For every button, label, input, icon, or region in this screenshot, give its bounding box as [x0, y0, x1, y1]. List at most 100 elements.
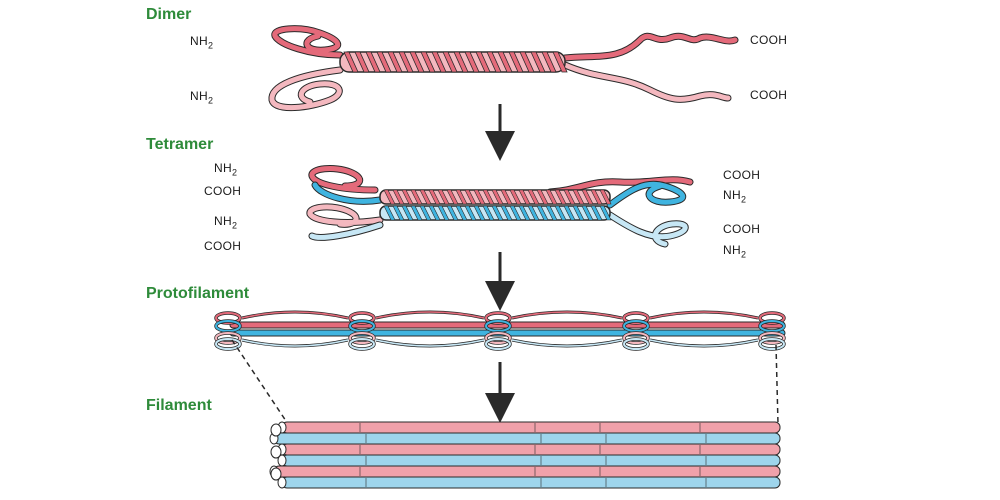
guide-line-left: [231, 339, 289, 425]
protofilament-linker: [511, 339, 623, 347]
tetramer-coil-segment: [509, 189, 522, 205]
tetramer-coil-segment: [545, 189, 558, 205]
tetramer-right-terminal-3: COOH: [723, 222, 761, 236]
guide-line-right: [775, 344, 779, 425]
tetramer-coil-segment: [464, 205, 477, 221]
filament-tube-end: [270, 467, 282, 481]
dimer-coil-segment: [464, 51, 480, 73]
protofilament-head-domain: [623, 320, 649, 332]
tetramer-coil-segment: [473, 205, 486, 221]
protofilament: [214, 310, 786, 351]
filament-tube-end: [270, 445, 282, 459]
filament-tube: [281, 476, 781, 489]
tetramer-coil-segment: [527, 205, 540, 221]
filament-bundle: [269, 421, 781, 489]
tetramer-coil-segment: [392, 189, 405, 205]
dimer-coil-segment: [409, 51, 425, 73]
tetramer-coil-segment: [518, 205, 531, 221]
tetramer-coil-segment: [455, 189, 468, 205]
tetramer-coil-segment: [464, 189, 477, 205]
tetramer-coil-segment: [500, 205, 513, 221]
tetramer-coil-segment: [563, 189, 576, 205]
tetramer-coil-segment: [410, 189, 423, 205]
dimer-molecule: [268, 25, 739, 112]
tetramer-coil-segment: [419, 205, 432, 221]
protofilament-head-domain: [349, 320, 375, 332]
tetramer-coil-segment: [581, 205, 594, 221]
protofilament-linker: [241, 311, 349, 319]
tetramer-coil-segment: [500, 189, 513, 205]
dimer-coil-segment: [453, 51, 469, 73]
tetramer-coil-segment: [554, 189, 567, 205]
tetramer-coil-segment: [473, 189, 486, 205]
dimer-left-top-terminal: NH2: [190, 34, 214, 51]
protofilament-head-domain: [759, 332, 785, 344]
filament-tube: [281, 454, 781, 467]
dimer-left-bottom-terminal: NH2: [190, 89, 214, 106]
tetramer-coil-segment: [599, 205, 612, 221]
tetramer-coil-segment: [518, 189, 531, 205]
protofilament-linker: [511, 311, 623, 319]
tetramer-coil-segment: [446, 189, 459, 205]
tetramer-coil-segment: [590, 189, 603, 205]
tetramer-coil-segment: [383, 205, 396, 221]
protofilament-head-domain: [215, 312, 241, 324]
tetramer-coil-segment: [401, 189, 414, 205]
dimer-coil-segment: [475, 51, 491, 73]
dimer-coil-segment: [530, 51, 546, 73]
tetramer-coil-segment: [491, 189, 504, 205]
protofilament-head-domain: [349, 312, 375, 324]
tetramer-coil-segment: [599, 189, 612, 205]
dimer-coil-segment: [497, 51, 513, 73]
protofilament-head-domain: [485, 338, 511, 350]
dimer-coil-segment: [420, 51, 436, 73]
filament-tube: [281, 421, 781, 434]
tetramer-coil-segment: [536, 205, 549, 221]
dimer-coil-segment: [508, 51, 524, 73]
tetramer-coil-segment: [509, 205, 522, 221]
protofilament-head-domain: [623, 332, 649, 344]
tetramer-coil-segment: [554, 205, 567, 221]
tetramer-coil-segment: [428, 189, 441, 205]
tetramer-coil-segment: [419, 189, 432, 205]
tetramer-molecule: [306, 165, 694, 248]
tetramer-coil-segment: [572, 189, 585, 205]
filament-tube: [281, 443, 781, 456]
protofilament-linker: [649, 311, 759, 319]
tetramer-coil-segment: [563, 205, 576, 221]
dimer-coil-segment: [486, 51, 502, 73]
protofilament-head-domain: [485, 312, 511, 324]
tetramer-coil-segment: [527, 189, 540, 205]
dimer-coil-segment: [365, 51, 381, 73]
protofilament-head-domain: [215, 320, 241, 332]
tetramer-coil-segment: [536, 189, 549, 205]
tetramer-coil-segment: [590, 205, 603, 221]
protofilament-linker: [375, 339, 485, 347]
dimer-coil-segment: [552, 51, 568, 73]
stage-label-protofilament: Protofilament: [146, 285, 250, 302]
tetramer-coil-segment: [446, 205, 459, 221]
protofilament-head-domain: [349, 338, 375, 350]
tetramer-left-terminal-2: COOH: [204, 184, 242, 198]
tetramer-coil-segment: [437, 189, 450, 205]
dimer-coil-segment: [519, 51, 535, 73]
tetramer-coil-segment: [410, 205, 423, 221]
protofilament-head-domain: [623, 338, 649, 350]
protofilament-head-domain: [215, 338, 241, 350]
tetramer-right-terminal-2: NH2: [723, 188, 747, 205]
protofilament-head-domain: [759, 320, 785, 332]
tetramer-coil-segment: [482, 189, 495, 205]
tetramer-left-terminal-3: NH2: [214, 214, 238, 231]
protofilament-head-domain: [759, 312, 785, 324]
tetramer-coil-segment: [572, 205, 585, 221]
dimer-coil-segment: [354, 51, 370, 73]
filament-tube: [273, 432, 781, 445]
protofilament-head-domain: [215, 332, 241, 344]
dimer-coil-segment: [343, 51, 359, 73]
tetramer-left-terminal-4: COOH: [204, 239, 242, 253]
dimer-coil-segment: [398, 51, 414, 73]
filament-tube: [273, 465, 781, 478]
tetramer-coil-segment: [401, 205, 414, 221]
